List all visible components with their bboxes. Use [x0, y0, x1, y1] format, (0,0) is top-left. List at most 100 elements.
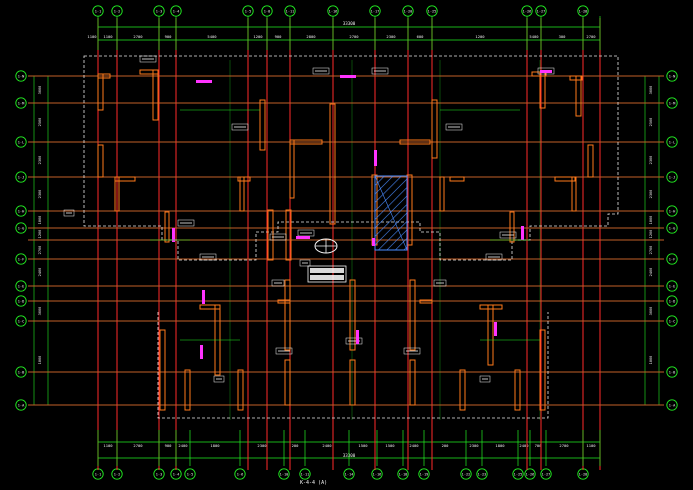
left-dim-value: 1200 — [38, 230, 42, 239]
shear-wall — [571, 176, 577, 212]
bottom-axis-bubble-label: 1-10 — [280, 472, 289, 476]
bottom-axis-bubble-label: 1-19 — [420, 472, 429, 476]
shear-wall — [199, 304, 221, 310]
core-area — [307, 175, 408, 283]
left-axis-bubble-circle — [15, 97, 27, 109]
top-dim-value: 1100 — [103, 34, 113, 39]
shear-wall — [329, 103, 336, 225]
bottom-axis-bubble-circle — [460, 468, 472, 480]
shear-wall — [409, 279, 416, 351]
top-axis-bubble-label: 1-20 — [404, 9, 413, 13]
right-axis-bubble-circle — [666, 366, 678, 378]
bottom-axis-bubble-label: 1-5 — [187, 472, 194, 476]
shear-wall — [164, 211, 170, 243]
left-axis-bubble-circle — [15, 366, 27, 378]
top-dim-value: 900 — [275, 34, 283, 39]
shaft-diagonal — [374, 175, 408, 251]
bottom-axis-bubble-label: 1-27 — [542, 472, 551, 476]
top-dim-value: 900 — [165, 34, 173, 39]
slab-outline — [83, 55, 619, 419]
left-axis-bubble-circle — [15, 399, 27, 411]
annotation-box — [371, 67, 389, 75]
right-dim-value: 2400 — [649, 268, 653, 277]
right-axis-bubble-circle — [666, 295, 678, 307]
bottom-axis-bubble-label: 1-1 — [95, 472, 102, 476]
shear-wall — [514, 369, 521, 411]
top-axis-bubble-label: 1-28 — [579, 9, 588, 13]
core-label-fill — [310, 268, 344, 273]
shear-wall — [267, 209, 274, 261]
top-axis-bubble-label: 1-5 — [245, 9, 252, 13]
right-dim-value: 2500 — [649, 118, 653, 127]
left-axis-bubble-label: 1-B — [18, 370, 25, 374]
top-dim-value: 600 — [417, 34, 425, 39]
shear-wall — [479, 304, 503, 310]
right-axis-bubble-label: 1-D — [669, 299, 676, 303]
magenta-tag — [196, 80, 212, 83]
shear-wall — [349, 279, 356, 351]
annotation-box — [271, 279, 285, 287]
annotation-box — [299, 259, 311, 267]
left-axis-bubble-circle — [15, 295, 27, 307]
magenta-tag — [356, 330, 359, 344]
left-axis-bubble-label: 1-D — [18, 299, 25, 303]
annotation-box — [275, 347, 293, 355]
right-axis-bubble-circle — [666, 97, 678, 109]
bottom-axis-bubble-circle — [299, 468, 311, 480]
bottom-axis-bubble-circle — [418, 468, 430, 480]
shear-wall — [259, 99, 266, 151]
right-axis-bubble-label: 1-H — [669, 209, 676, 213]
shear-wall — [139, 69, 159, 75]
shear-wall — [449, 176, 465, 182]
annotation-box — [213, 375, 225, 383]
shear-wall — [409, 359, 416, 406]
annotation-box — [177, 219, 195, 227]
bottom-axis-bubble-label: 1-14 — [345, 472, 354, 476]
annotation-box — [345, 337, 363, 345]
magenta-tag — [202, 290, 205, 304]
bottom-axis-bubble-label: 1-6 — [237, 472, 244, 476]
top-dim-value: 2300 — [386, 34, 396, 39]
left-axis-bubble-label: 1-M — [18, 101, 25, 105]
annotation-box — [63, 209, 75, 217]
bottom-axis-bubble-circle — [371, 468, 383, 480]
left-dim-value: 1800 — [38, 356, 42, 365]
shear-wall — [97, 144, 104, 178]
bottom-axis-bubble-label: 1-22 — [462, 472, 471, 476]
annotation-box — [403, 347, 421, 355]
right-dim-value: 3000 — [649, 307, 653, 316]
right-axis-bubble-label: 1-A — [669, 403, 676, 407]
annotation-box — [139, 55, 157, 63]
right-dim-value: 3000 — [649, 86, 653, 95]
right-dim-value: 1800 — [649, 216, 653, 225]
bottom-dim-value: 2300 — [257, 443, 267, 448]
top-axis-bubble-label: 1-16 — [329, 9, 338, 13]
annotation-box — [199, 253, 217, 261]
bottom-axis-bubble-circle — [476, 468, 488, 480]
right-dimension-chain: 1-N1-M1-L1-J1-H1-G1-F1-E1-D1-C1-B1-A3000… — [644, 70, 678, 411]
annotation-box — [537, 67, 555, 75]
right-axis-bubble-circle — [666, 205, 678, 217]
bottom-axis-bubble-label: 1-2 — [114, 472, 121, 476]
magenta-tag — [200, 345, 203, 359]
magenta-tag — [340, 75, 356, 78]
right-dim-value: 1800 — [649, 356, 653, 365]
slab-outline-path — [83, 55, 619, 261]
shear-wall — [459, 369, 466, 411]
left-axis-bubble-label: 1-E — [18, 284, 25, 288]
shear-wall — [399, 139, 431, 145]
right-axis-bubble-circle — [666, 315, 678, 327]
left-axis-bubble-circle — [15, 205, 27, 217]
annotation-box — [445, 123, 463, 131]
top-dim-value: 2700 — [349, 34, 359, 39]
right-axis-bubble-circle — [666, 280, 678, 292]
shear-wall — [509, 211, 515, 243]
top-axis-bubble-label: 1-3 — [156, 9, 163, 13]
right-axis-bubble-label: 1-C — [669, 319, 676, 323]
bottom-axis-bubble-circle — [278, 468, 290, 480]
top-axis-bubble-label: 1-25 — [428, 9, 437, 13]
right-dim-value: 2300 — [649, 190, 653, 199]
